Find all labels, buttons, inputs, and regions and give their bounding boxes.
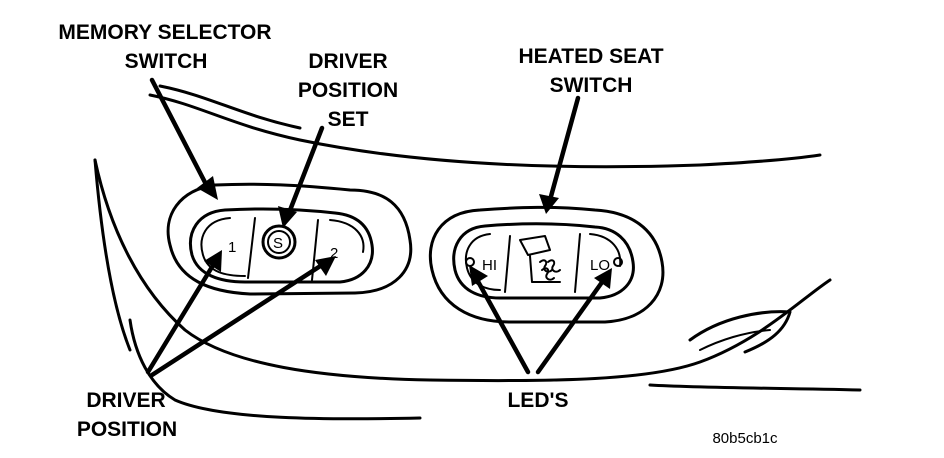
leader-led-high (472, 273, 531, 375)
leader-lines (145, 77, 612, 378)
label-heated-seat-line1: HEATED SEAT (518, 45, 663, 68)
door-trim-outline (93, 84, 862, 421)
leader-memory-selector (149, 77, 213, 195)
leader-position-set (284, 125, 325, 221)
leader-driver-position-1 (145, 259, 218, 375)
memory-switch-bezel (166, 182, 413, 296)
led-low (613, 257, 623, 267)
set-button-glyph: S (273, 235, 283, 252)
label-memory-selector-line2: SWITCH (125, 50, 208, 73)
memory-switch-panel[interactable] (189, 207, 374, 284)
label-position-set-line2: POSITION (298, 79, 398, 102)
heated-high-button[interactable]: HI (482, 257, 497, 274)
label-driver-position-line2: POSITION (77, 418, 177, 441)
leader-heated-seat (547, 95, 581, 203)
label-memory-selector-line1: MEMORY SELECTOR (58, 21, 271, 44)
heated-low-glyph: LO (590, 257, 610, 274)
heated-seat-icon (519, 235, 561, 283)
label-leds: LED'S (507, 389, 568, 412)
led-high (465, 257, 475, 267)
heated-high-glyph: HI (482, 257, 497, 274)
heated-low-button[interactable]: LO (590, 257, 610, 274)
memory-button-1[interactable]: 1 (228, 239, 236, 256)
memory-button-1-glyph: 1 (228, 239, 236, 256)
heated-seat-bezel (428, 205, 665, 324)
leader-led-low (535, 275, 608, 375)
leader-driver-position-2 (149, 260, 328, 378)
label-heated-seat-line2: SWITCH (550, 74, 633, 97)
set-button[interactable]: S (261, 224, 297, 260)
memory-button-2[interactable]: 2 (330, 245, 338, 262)
label-driver-position-line1: DRIVER (86, 389, 165, 412)
memory-button-2-glyph: 2 (330, 245, 338, 262)
label-position-set-line1: DRIVER (308, 50, 387, 73)
heated-seat-switch[interactable] (452, 222, 635, 300)
reference-code: 80b5cb1c (712, 430, 778, 447)
label-position-set-line3: SET (328, 108, 369, 131)
